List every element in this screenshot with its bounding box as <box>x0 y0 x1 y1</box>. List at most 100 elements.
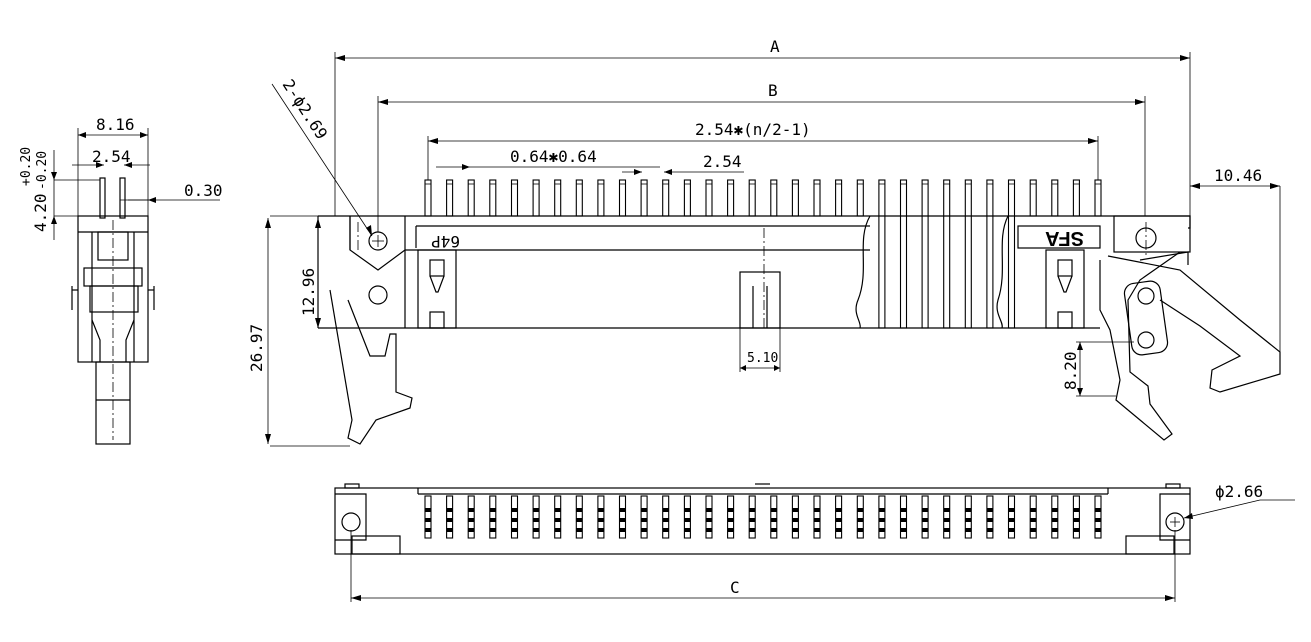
bottom-pin-segment <box>489 528 496 532</box>
bottom-pin-segment <box>1051 518 1058 522</box>
bottom-pin-segment <box>1051 508 1058 512</box>
bottom-pin-segment <box>468 528 475 532</box>
bottom-pin <box>943 495 951 539</box>
front-pin-row <box>424 179 1102 329</box>
bottom-pin-segment <box>425 528 431 532</box>
front-pin <box>662 179 670 217</box>
bottom-pin-segment <box>489 518 496 522</box>
front-view: A B 2.54✱(n/2-1) 0.64✱0.64 2.54 2-ϕ2.69 <box>247 37 1281 447</box>
front-pin <box>618 179 627 217</box>
bottom-pin <box>532 495 540 539</box>
front-pin <box>813 179 821 217</box>
bottom-pin <box>921 495 929 539</box>
front-pin <box>1094 179 1102 217</box>
front-pin <box>899 179 908 329</box>
bottom-pin-segment <box>835 508 842 512</box>
bottom-pin-segment <box>749 528 756 532</box>
bottom-pin-segment <box>878 518 885 522</box>
front-pin <box>791 179 799 217</box>
bottom-pin-segment <box>662 508 669 512</box>
bottom-pin <box>964 495 972 539</box>
bottom-pin-segment <box>965 528 972 532</box>
front-pin <box>1072 179 1080 217</box>
bottom-pin-segment <box>986 508 993 512</box>
front-pin <box>835 179 843 217</box>
bottom-pin-segment <box>619 508 626 512</box>
bottom-pin-segment <box>489 508 496 512</box>
bottom-pin-segment <box>511 528 518 532</box>
bottom-pin-segment <box>749 518 756 522</box>
bottom-pin-segment <box>749 508 756 512</box>
bottom-pin-segment <box>943 528 950 532</box>
label-pin-count: 64P <box>431 232 460 251</box>
front-pin <box>597 179 605 217</box>
bottom-pin-segment <box>619 518 626 522</box>
bottom-pin-segment <box>1095 518 1101 522</box>
front-pin <box>878 179 886 329</box>
bottom-pin-segment <box>1030 528 1037 532</box>
bottom-pin <box>748 495 756 539</box>
dim-tol-plus: +0.20 <box>19 147 34 186</box>
bottom-pin-segment <box>922 518 929 522</box>
bottom-pin-segment <box>425 518 431 522</box>
bottom-pin-segment <box>641 528 648 532</box>
bottom-pin-segment <box>857 508 864 512</box>
bottom-pin <box>489 495 497 539</box>
front-pin <box>1007 179 1016 329</box>
bottom-pin-segment <box>900 528 907 532</box>
bottom-pin-segment <box>857 518 864 522</box>
front-pin <box>705 179 713 217</box>
bottom-pin-segment <box>1095 528 1101 532</box>
bottom-pin-segment <box>576 508 583 512</box>
dim-key-width: 5.10 <box>747 351 778 366</box>
bottom-pin-segment <box>662 518 669 522</box>
bottom-pin <box>1051 495 1059 539</box>
dim-side-pitch: 2.54 <box>92 147 131 166</box>
bottom-pin-segment <box>446 508 453 512</box>
bottom-pin-segment <box>1073 528 1080 532</box>
bottom-pin-segment <box>814 508 820 512</box>
bottom-pin-segment <box>446 528 453 532</box>
bottom-pin <box>727 495 735 539</box>
bottom-pin-segment <box>922 528 929 532</box>
bottom-pin <box>446 495 454 539</box>
bottom-pin-segment <box>1095 508 1101 512</box>
bottom-pin-segment <box>641 508 648 512</box>
front-pin <box>921 179 929 329</box>
front-pin <box>856 179 864 217</box>
bottom-pin-segment <box>965 518 972 522</box>
bottom-pin-segment <box>986 518 993 522</box>
bottom-pin <box>1094 495 1102 539</box>
bottom-pin-segment <box>792 528 799 532</box>
front-pin <box>554 179 562 217</box>
dim-c: C <box>730 578 740 597</box>
dim-body-height: 12.96 <box>299 268 318 316</box>
bottom-view: C ϕ2.66 <box>334 482 1295 602</box>
bottom-pin-segment <box>706 528 712 532</box>
label-brand: SFA <box>1045 227 1084 249</box>
front-pin <box>964 179 972 329</box>
front-pin <box>727 179 735 217</box>
bottom-pin-segment <box>1030 508 1037 512</box>
bottom-pin-segment <box>943 518 950 522</box>
dim-bottom-hole: ϕ2.66 <box>1215 482 1263 501</box>
bottom-pin <box>791 495 799 539</box>
front-pin <box>640 179 648 217</box>
bottom-pin-segment <box>597 518 604 522</box>
bottom-pin <box>554 495 562 539</box>
bottom-pin-segment <box>533 518 540 522</box>
dim-side-width: 8.16 <box>96 115 135 134</box>
bottom-pin <box>1029 495 1037 539</box>
front-pin <box>986 179 994 329</box>
bottom-pin-segment <box>576 528 583 532</box>
dim-hole-spec: 2-ϕ2.69 <box>279 76 332 143</box>
bottom-pin-segment <box>706 518 712 522</box>
bottom-pin-segment <box>900 518 907 522</box>
bottom-pin <box>1072 495 1080 539</box>
bottom-pin-segment <box>1073 508 1080 512</box>
bottom-pin-segment <box>835 528 842 532</box>
bottom-pin <box>813 495 821 539</box>
bottom-pin-segment <box>684 508 691 512</box>
bottom-pin <box>575 495 583 539</box>
front-pin <box>510 179 519 217</box>
